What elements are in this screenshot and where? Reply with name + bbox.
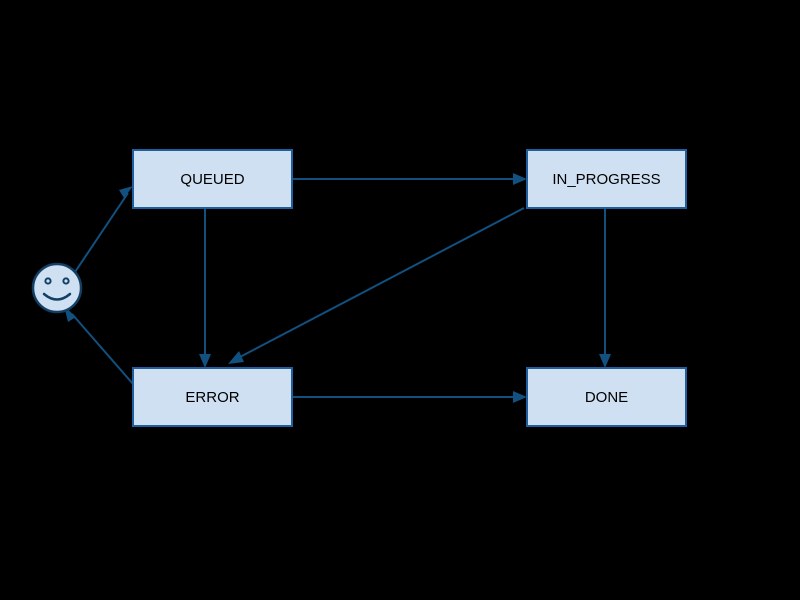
edge-in-progress-to-error-arrowhead <box>228 351 244 364</box>
node-done-box <box>526 367 687 427</box>
smiley-right-eye-icon <box>62 277 70 285</box>
edge-in-progress-to-error-line <box>237 207 525 359</box>
edge-start-to-queued-line <box>74 192 129 273</box>
node-start-smiley[interactable] <box>31 262 83 314</box>
smiley-left-eye-icon <box>44 277 52 285</box>
smiley-mouth-icon <box>42 292 72 301</box>
edge-in-progress-to-error[interactable] <box>228 207 525 364</box>
smiley-face-icon <box>31 262 83 314</box>
edge-queued-to-in-progress[interactable] <box>292 173 527 185</box>
node-in-progress-box <box>526 149 687 209</box>
edge-error-to-done[interactable] <box>292 391 527 403</box>
node-layer: QUEUED IN_PROGRESS ERROR DONE <box>31 149 687 427</box>
edge-error-to-start-line <box>71 313 141 393</box>
edge-queued-to-error[interactable] <box>199 208 211 368</box>
edge-start-to-queued-arrowhead <box>119 186 133 198</box>
edge-queued-to-error-arrowhead <box>199 354 211 368</box>
node-queued-box <box>132 149 293 209</box>
edge-in-progress-to-done-arrowhead <box>599 354 611 368</box>
edge-in-progress-to-done[interactable] <box>599 208 611 368</box>
edge-queued-to-in-progress-arrowhead <box>513 173 527 185</box>
edge-layer <box>64 173 611 403</box>
node-in-progress[interactable]: IN_PROGRESS <box>526 149 687 209</box>
edge-start-to-queued[interactable] <box>74 186 133 273</box>
node-error-box <box>132 367 293 427</box>
node-error[interactable]: ERROR <box>132 367 293 427</box>
edge-error-to-start[interactable] <box>64 306 141 393</box>
node-done[interactable]: DONE <box>526 367 687 427</box>
node-queued[interactable]: QUEUED <box>132 149 293 209</box>
edge-error-to-done-arrowhead <box>513 391 527 403</box>
